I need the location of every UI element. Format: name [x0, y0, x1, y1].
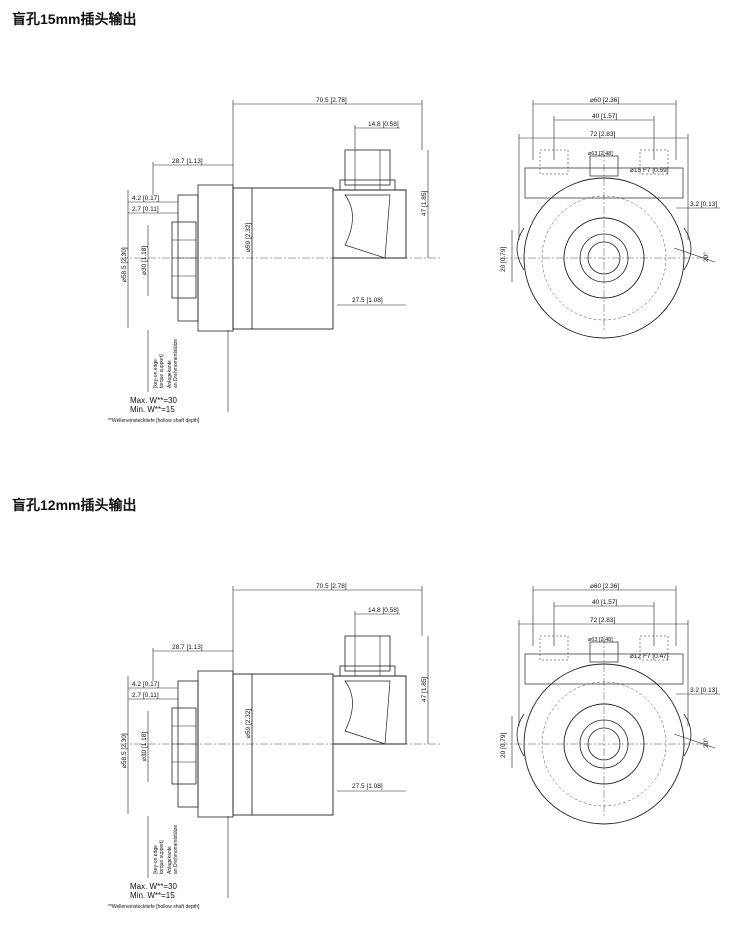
- label-keyon: [key-on edge: [153, 845, 159, 874]
- dim-body-dia: ⌀59 [2.32]: [245, 709, 252, 738]
- dim-height: 47 [1.85]: [421, 191, 428, 216]
- dim-front-63: ⌀63 [2.48]: [588, 151, 613, 157]
- label-min: Min. W**=15: [130, 891, 175, 900]
- label-anlage: Anlagekante: [167, 360, 173, 388]
- dim-edge-1: 4.2 [0.17]: [132, 681, 159, 688]
- dim-length: 70.5 [2.78]: [316, 583, 347, 590]
- dim-conn-offset: 27.5 [1.08]: [352, 297, 383, 304]
- section-title: 盲孔12mm插头输出: [12, 497, 137, 513]
- dim-flange-dia: ⌀58.5 [2.30]: [121, 247, 128, 282]
- dim-connector: 14.8 [0.58]: [368, 121, 399, 128]
- dim-connector: 14.8 [0.58]: [368, 607, 399, 614]
- dim-edge-2: 2.7 [0.11]: [132, 692, 159, 699]
- dim-front-32: 3.2 [0.13]: [690, 687, 717, 694]
- dim-front-20: 20 [0.79]: [500, 733, 507, 758]
- dim-bore: ⌀12 F7 [0.47]: [630, 653, 669, 660]
- dim-angle: 20°: [702, 738, 710, 748]
- dim-conn-offset: 27.5 [1.08]: [352, 783, 383, 790]
- label-max: Max. W**=30: [130, 882, 177, 891]
- dim-front-width: ⌀60 [2.36]: [590, 583, 619, 590]
- dim-front-20: 20 [0.79]: [500, 247, 507, 272]
- label-footnote: **Welleneinstecktiefe [hollow shaft dept…: [108, 904, 200, 910]
- dim-length: 70.5 [2.78]: [316, 97, 347, 104]
- label-torque: torque support]: [159, 840, 165, 874]
- label-min: Min. W**=15: [130, 405, 175, 414]
- dim-front-63: ⌀63 [2.48]: [588, 637, 613, 643]
- dim-shaft-dia: ⌀30 [1.18]: [141, 732, 148, 761]
- label-torque: torque support]: [159, 354, 165, 388]
- label-keyon: [key-on edge: [153, 359, 159, 388]
- dim-shaft-dia: ⌀30 [1.18]: [141, 246, 148, 275]
- dim-front-32: 3.2 [0.13]: [690, 201, 717, 208]
- dim-flange-dia: ⌀58.5 [2.30]: [121, 733, 128, 768]
- dim-front-40: 40 [1.57]: [592, 113, 617, 120]
- dim-bore: ⌀15 F7 [0.59]: [630, 167, 669, 174]
- dim-edge-2: 2.7 [0.11]: [132, 206, 159, 213]
- dimension-drawing: 70.5 [2.78] 14.8 [0.58] 28.7 [1.13] 4.2 …: [108, 97, 720, 424]
- label-anlage: Anlagekante: [167, 846, 173, 874]
- label-max: Max. W**=30: [130, 396, 177, 405]
- dim-front-72: 72 [2.83]: [590, 131, 615, 138]
- dim-front-72: 72 [2.83]: [590, 617, 615, 624]
- dim-flange-depth: 28.7 [1.13]: [172, 644, 203, 651]
- label-drehmoment: an Drehmomentstütze: [173, 825, 179, 874]
- dim-edge-1: 4.2 [0.17]: [132, 195, 159, 202]
- dim-front-width: ⌀60 [2.36]: [590, 97, 619, 104]
- dimension-drawing: 70.5 [2.78] 14.8 [0.58] 28.7 [1.13] 4.2 …: [108, 583, 720, 910]
- dim-angle: 20°: [702, 252, 710, 262]
- label-footnote: **Welleneinstecktiefe [hollow shaft dept…: [108, 418, 200, 424]
- label-drehmoment: an Drehmomentstütze: [173, 339, 179, 388]
- dim-flange-depth: 28.7 [1.13]: [172, 158, 203, 165]
- dim-front-40: 40 [1.57]: [592, 599, 617, 606]
- section-title: 盲孔15mm插头输出: [12, 11, 137, 27]
- dim-height: 47 [1.85]: [421, 677, 428, 702]
- dim-body-dia: ⌀59 [2.32]: [245, 223, 252, 252]
